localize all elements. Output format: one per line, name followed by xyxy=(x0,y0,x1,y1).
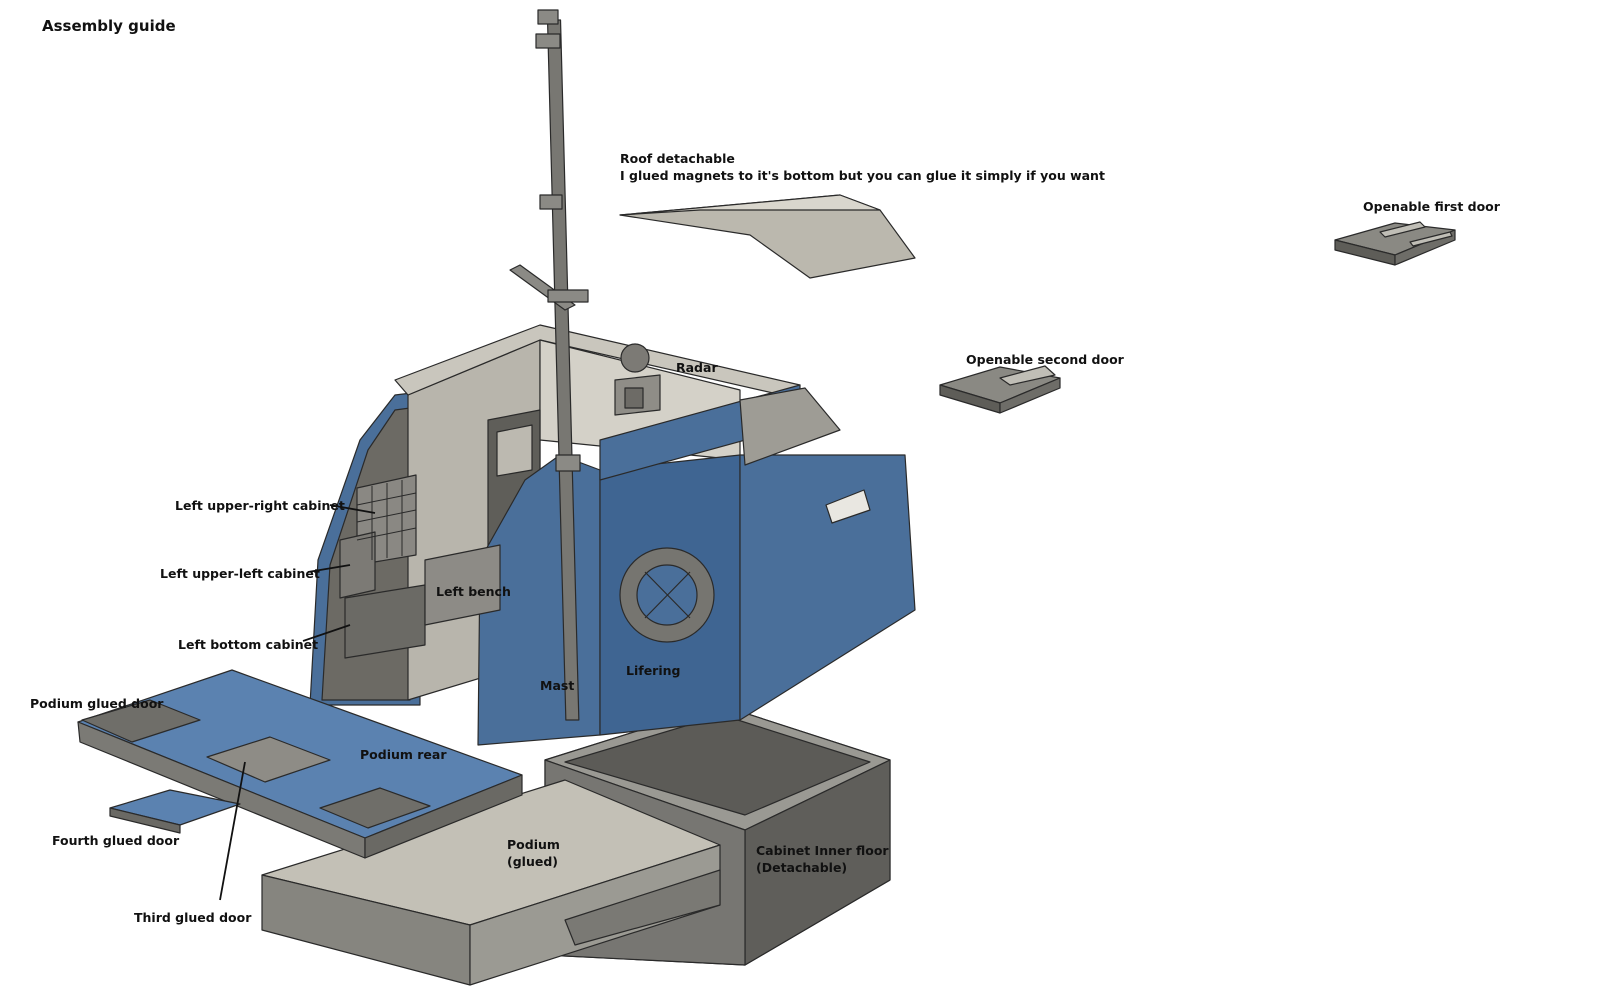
label-roof: Roof detachable I glued magnets to it's … xyxy=(620,150,1105,184)
leader-lines xyxy=(219,504,376,901)
podium-rear-part xyxy=(77,669,523,859)
label-left-upper-right-cabinet: Left upper-right cabinet xyxy=(175,498,345,513)
roof-part xyxy=(619,194,916,279)
page-title: Assembly guide xyxy=(42,17,176,35)
label-left-bench: Left bench xyxy=(436,584,511,599)
label-podium-glued-door: Podium glued door xyxy=(30,696,164,711)
label-mast: Mast xyxy=(540,678,575,693)
label-cabinet-inner-floor: Cabinet Inner floor (Detachable) xyxy=(756,842,889,876)
label-left-bottom-cabinet: Left bottom cabinet xyxy=(178,637,319,652)
label-first-door: Openable first door xyxy=(1363,199,1500,214)
podium-part xyxy=(261,779,721,986)
second-door-part xyxy=(939,365,1061,414)
label-left-upper-left-cabinet: Left upper-left cabinet xyxy=(160,566,320,581)
label-roof-line2: I glued magnets to it's bottom but you c… xyxy=(620,168,1105,183)
label-roof-line1: Roof detachable xyxy=(620,151,735,166)
label-cabinet-floor-line1: Cabinet Inner floor xyxy=(756,843,889,858)
label-podium: Podium (glued) xyxy=(507,836,560,870)
label-fourth-glued-door: Fourth glued door xyxy=(52,833,180,848)
label-third-glued-door: Third glued door xyxy=(134,910,252,925)
mast-part xyxy=(509,9,589,721)
label-podium-line2: (glued) xyxy=(507,854,558,869)
cabin-hull-part xyxy=(309,324,916,746)
label-podium-rear: Podium rear xyxy=(360,747,447,762)
label-radar: Radar xyxy=(676,360,718,375)
first-door-part xyxy=(1334,221,1456,266)
label-lifering: Lifering xyxy=(626,663,681,678)
label-podium-line1: Podium xyxy=(507,837,560,852)
label-cabinet-floor-line2: (Detachable) xyxy=(756,860,848,875)
label-second-door: Openable second door xyxy=(966,352,1124,367)
